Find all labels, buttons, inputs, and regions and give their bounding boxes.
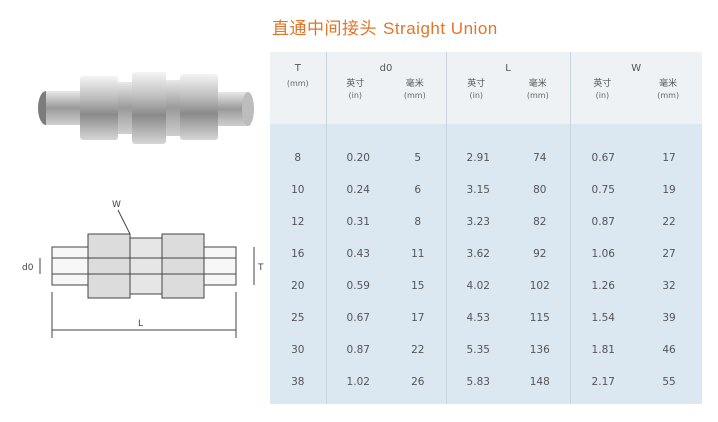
cell-d0-in: 0.24	[325, 174, 390, 206]
cell-l-in: 3.62	[445, 238, 510, 270]
header-w-inch: 英寸	[593, 79, 612, 89]
cell-l-mm: 148	[529, 376, 550, 388]
cell-w-mm: 22	[662, 216, 676, 228]
cell-d0-in: 0.67	[325, 302, 390, 334]
cell-d0-mm: 17	[411, 312, 425, 324]
cell-t: 10	[291, 184, 305, 196]
cell-l-in: 5.83	[445, 366, 510, 404]
cell-t: 12	[291, 216, 305, 228]
header-l-mm-unit: (mm)	[526, 91, 549, 100]
cell-l-mm: 115	[529, 312, 550, 324]
header-l-inch-unit: (in)	[469, 91, 484, 100]
cell-t: 30	[291, 344, 305, 356]
drawing-label-l: L	[138, 319, 143, 329]
cell-d0-mm: 6	[414, 184, 422, 196]
cell-d0-in: 1.02	[325, 366, 390, 404]
table-row: 10 0.24 6 3.15 80 0.75 19	[270, 174, 702, 206]
cell-w-mm: 27	[662, 248, 676, 260]
drawing-label-d0: d0	[22, 263, 34, 273]
header-w: W 英寸 (in) 毫米 (mm)	[569, 52, 702, 124]
table-row: 20 0.59 15 4.02 102 1.26 32	[270, 270, 702, 302]
cell-d0-in: 0.59	[325, 270, 390, 302]
cell-l-mm: 82	[533, 216, 547, 228]
header-d0-inch: 英寸	[346, 79, 365, 89]
cell-t: 8	[294, 152, 302, 164]
cell-w-mm: 19	[662, 184, 676, 196]
cell-w-in: 2.17	[569, 366, 636, 404]
cell-w-mm: 32	[662, 280, 676, 292]
header-d0-mm-unit: (mm)	[403, 91, 426, 100]
header-l-inch: 英寸	[467, 79, 486, 89]
title-zh: 直通中间接头	[272, 19, 377, 39]
cell-d0-in: 0.43	[325, 238, 390, 270]
cell-t: 25	[291, 312, 305, 324]
header-w-mm-unit: (mm)	[657, 91, 680, 100]
cell-l-mm: 92	[533, 248, 547, 260]
cell-w-in: 1.81	[569, 334, 636, 366]
cell-l-mm: 102	[529, 280, 550, 292]
header-d0-mm: 毫米	[405, 79, 424, 89]
cell-d0-mm: 5	[414, 152, 422, 164]
header-t-label: T	[294, 63, 301, 74]
cell-w-in: 1.54	[569, 302, 636, 334]
header-t-unit: (mm)	[286, 79, 309, 88]
cell-d0-in: 0.87	[325, 334, 390, 366]
cell-d0-mm: 8	[414, 216, 422, 228]
table-row: 38 1.02 26 5.83 148 2.17 55	[270, 366, 702, 404]
cell-d0-mm: 15	[411, 280, 425, 292]
cell-l-in: 3.23	[445, 206, 510, 238]
cell-w-in: 0.75	[569, 174, 636, 206]
cross-section-drawing: W d0 T L	[22, 200, 264, 338]
header-d0: d0 英寸 (in) 毫米 (mm)	[325, 52, 446, 124]
cell-w-in: 1.06	[569, 238, 636, 270]
cell-w-in: 0.67	[569, 124, 636, 174]
header-w-mm: 毫米	[659, 79, 678, 89]
cell-l-in: 4.53	[445, 302, 510, 334]
cell-l-in: 5.35	[445, 334, 510, 366]
cell-w-in: 1.26	[569, 270, 636, 302]
header-l: L 英寸 (in) 毫米 (mm)	[445, 52, 570, 124]
header-l-label: L	[505, 63, 511, 74]
union-fitting-photo	[38, 72, 254, 144]
cell-t: 20	[291, 280, 305, 292]
drawing-label-t: T	[257, 263, 264, 273]
cell-d0-mm: 26	[411, 376, 425, 388]
cell-t: 16	[291, 248, 305, 260]
table-row: 12 0.31 8 3.23 82 0.87 22	[270, 206, 702, 238]
cell-l-in: 2.91	[445, 124, 510, 174]
header-l-mm: 毫米	[528, 79, 547, 89]
table-row: 8 0.20 5 2.91 74 0.67 17	[270, 124, 702, 174]
cell-w-in: 0.87	[569, 206, 636, 238]
header-w-inch-unit: (in)	[595, 91, 610, 100]
cell-d0-in: 0.20	[325, 124, 390, 174]
header-d0-inch-unit: (in)	[348, 91, 363, 100]
table-row: 25 0.67 17 4.53 115 1.54 39	[270, 302, 702, 334]
cell-l-mm: 136	[529, 344, 550, 356]
cell-l-in: 3.15	[445, 174, 510, 206]
cell-d0-mm: 22	[411, 344, 425, 356]
title-en: Straight Union	[383, 19, 498, 38]
table-header-row: T (mm) d0 英寸(in) 毫米(mm) L 英寸(in) 毫米(mm) …	[270, 52, 702, 124]
cell-w-mm: 46	[662, 344, 676, 356]
cell-l-in: 4.02	[445, 270, 510, 302]
page-title: 直通中间接头 Straight Union	[272, 14, 498, 39]
cell-d0-mm: 11	[411, 248, 425, 260]
cell-w-mm: 39	[662, 312, 676, 324]
header-t: T (mm)	[270, 52, 326, 124]
table-row: 16 0.43 11 3.62 92 1.06 27	[270, 238, 702, 270]
cell-l-mm: 80	[533, 184, 547, 196]
cell-w-mm: 55	[662, 376, 676, 388]
table-row: 30 0.87 22 5.35 136 1.81 46	[270, 334, 702, 366]
cell-d0-in: 0.31	[325, 206, 390, 238]
header-w-label: W	[631, 63, 642, 74]
cell-l-mm: 74	[533, 152, 547, 164]
drawing-label-w: W	[112, 200, 121, 210]
cell-t: 38	[291, 376, 305, 388]
header-d0-label: d0	[379, 63, 393, 74]
specification-table: T (mm) d0 英寸(in) 毫米(mm) L 英寸(in) 毫米(mm) …	[270, 52, 702, 404]
cell-w-mm: 17	[662, 152, 676, 164]
